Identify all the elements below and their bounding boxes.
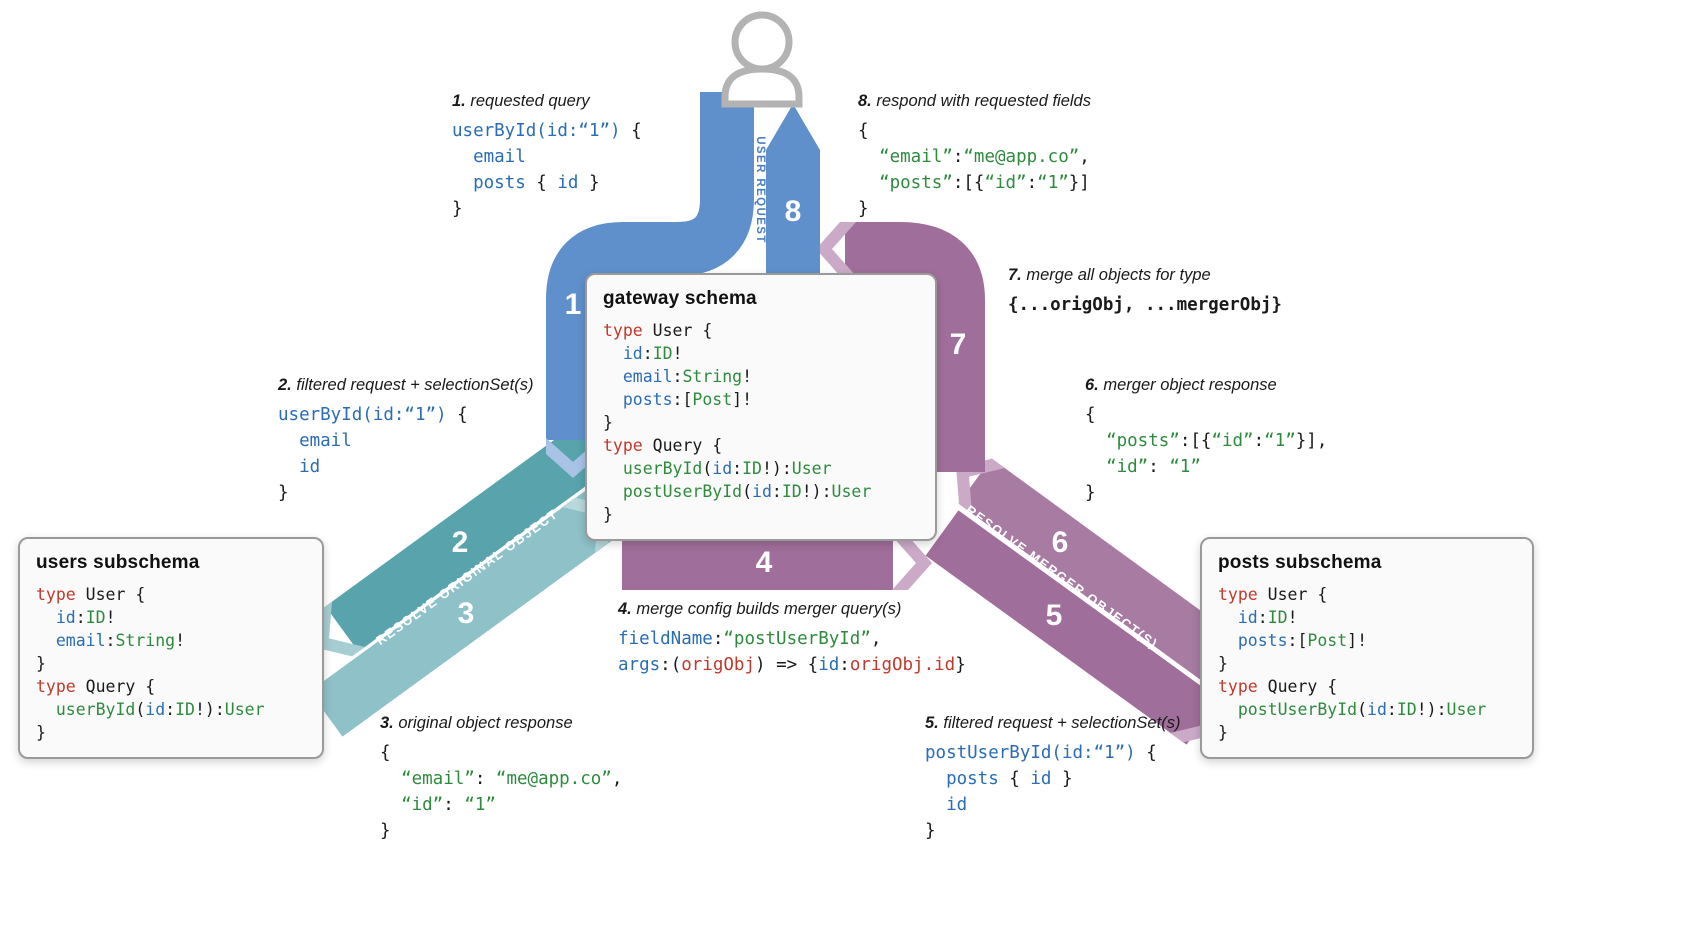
annotation-8-respond-fields: 8. respond with requested fields { “emai…	[858, 92, 1091, 222]
annotation-8-number: 8.	[858, 92, 872, 110]
annotation-8-code: { “email”:“me@app.co”, “posts”:[{“id”:“1…	[858, 121, 1090, 219]
users-subschema-code: type User { id:ID! email:String!}type Qu…	[36, 585, 265, 742]
annotation-6-code: { “posts”:[{“id”:“1”}], “id”: “1”}	[1085, 405, 1328, 503]
band-7-merge-objects	[845, 222, 985, 472]
annotation-2-filtered-request: 2. filtered request + selectionSet(s) us…	[278, 376, 533, 506]
annotation-5-number: 5.	[925, 714, 939, 732]
band-number-1: 1	[564, 288, 582, 321]
annotation-1-number: 1.	[452, 92, 466, 110]
annotation-8-header: 8. respond with requested fields	[858, 92, 1091, 111]
annotation-7-number: 7.	[1008, 266, 1022, 284]
annotation-7-code: {...origObj, ...mergerObj}	[1008, 295, 1282, 315]
annotation-1-requested-query: 1. requested query userById(id:“1”) { em…	[452, 92, 642, 222]
posts-subschema-title: posts subschema	[1218, 552, 1382, 573]
band-number-5: 5	[1045, 599, 1063, 632]
annotation-3-label: original object response	[398, 714, 573, 732]
annotation-5-label: filtered request + selectionSet(s)	[943, 714, 1181, 732]
gateway-schema-box: gateway schema type User { id:ID! email:…	[585, 273, 937, 541]
annotation-5-filtered-request: 5. filtered request + selectionSet(s) po…	[925, 714, 1180, 844]
annotation-3-number: 3.	[380, 714, 394, 732]
band-number-2: 2	[451, 526, 469, 559]
annotation-4-label: merge config builds merger query(s)	[636, 600, 902, 618]
annotation-2-code: userById(id:“1”) { email id}	[278, 405, 468, 503]
annotation-4-number: 4.	[618, 600, 632, 618]
annotation-4-merge-config: 4. merge config builds merger query(s) f…	[618, 600, 966, 678]
user-request-label: USER REQUEST	[754, 136, 766, 244]
annotation-6-number: 6.	[1085, 376, 1099, 394]
band-number-7: 7	[949, 328, 967, 361]
users-subschema-box: users subschema type User { id:ID! email…	[18, 537, 324, 759]
user-icon	[721, 11, 803, 108]
annotation-6-merger-response: 6. merger object response { “posts”:[{“i…	[1085, 376, 1327, 506]
band-4-arrowhead-icon	[892, 536, 932, 590]
band-8-arrowhead-icon	[766, 104, 820, 150]
annotation-3-header: 3. original object response	[380, 714, 622, 733]
posts-subschema-code: type User { id:ID! posts:[Post]!}type Qu…	[1218, 585, 1487, 742]
band-number-3: 3	[457, 597, 475, 630]
band-number-8: 8	[784, 195, 802, 228]
posts-subschema-box: posts subschema type User { id:ID! posts…	[1200, 537, 1534, 759]
annotation-2-header: 2. filtered request + selectionSet(s)	[278, 376, 533, 395]
annotation-5-header: 5. filtered request + selectionSet(s)	[925, 714, 1180, 733]
annotation-3-code: { “email”: “me@app.co”, “id”: “1”}	[380, 743, 623, 841]
band-7-arrowhead-icon	[816, 222, 856, 276]
annotation-2-number: 2.	[278, 376, 292, 394]
annotation-7-merge-objects: 7. merge all objects for type {...origOb…	[1008, 266, 1282, 318]
band-number-6: 6	[1051, 526, 1069, 559]
users-subschema-title: users subschema	[36, 552, 200, 573]
annotation-1-code: userById(id:“1”) { email posts { id }}	[452, 121, 642, 219]
band-2-arrowhead-icon	[316, 601, 365, 657]
annotation-6-label: merger object response	[1103, 376, 1277, 394]
annotation-3-original-response: 3. original object response { “email”: “…	[380, 714, 622, 844]
annotation-2-label: filtered request + selectionSet(s)	[296, 376, 534, 394]
annotation-1-label: requested query	[470, 92, 590, 110]
band-5-filtered-request	[925, 510, 1220, 745]
annotation-4-code: fieldName:“postUserById”,args:(origObj) …	[618, 629, 966, 675]
annotation-7-label: merge all objects for type	[1026, 266, 1211, 284]
annotation-7-header: 7. merge all objects for type	[1008, 266, 1282, 285]
annotation-6-header: 6. merger object response	[1085, 376, 1327, 395]
annotation-4-header: 4. merge config builds merger query(s)	[618, 600, 966, 619]
gateway-schema-title: gateway schema	[603, 288, 757, 309]
annotation-5-code: postUserById(id:“1”) { posts { id } id}	[925, 743, 1157, 841]
band-6-arrowhead-icon	[956, 458, 1005, 514]
band-1-user-request	[546, 92, 754, 440]
annotation-8-label: respond with requested fields	[876, 92, 1091, 110]
band-number-4: 4	[755, 546, 773, 579]
gateway-schema-code: type User { id:ID! email:String! posts:[…	[603, 321, 872, 524]
band-6-merger-response	[958, 458, 1242, 686]
annotation-1-header: 1. requested query	[452, 92, 642, 111]
